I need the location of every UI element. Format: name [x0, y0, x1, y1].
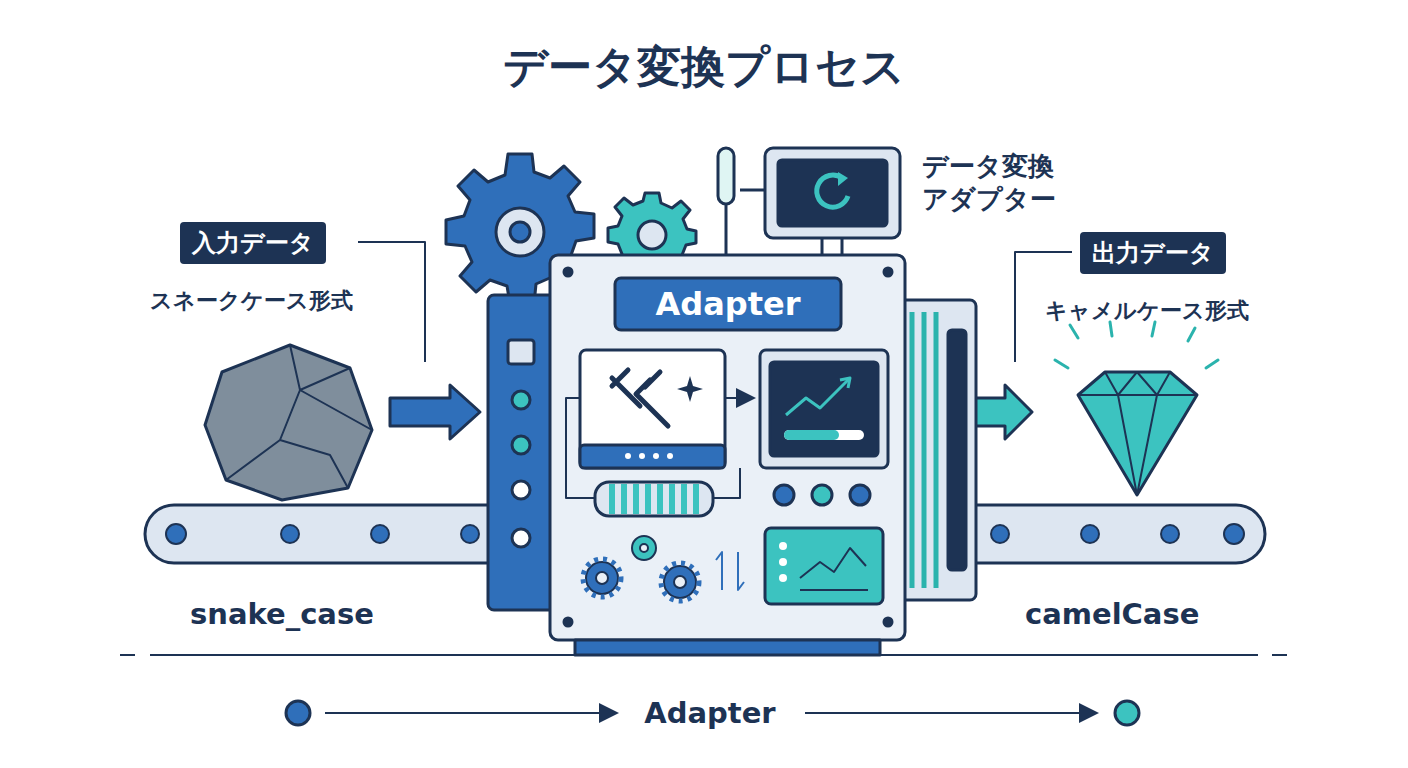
output-format: camelCase	[1025, 597, 1199, 631]
io-heading: 出力データ	[1080, 232, 1226, 274]
io-format: スネークケース形式	[150, 286, 353, 316]
input-format: snake_case	[190, 597, 374, 631]
adapter-banner: Adapter	[656, 285, 801, 323]
io-heading: 入力データ	[180, 222, 326, 264]
title: データ変換プロセス	[503, 38, 905, 97]
io-label: 出力データキャメルケース形式	[1045, 232, 1249, 326]
io-label: 入力データスネークケース形式	[150, 222, 353, 316]
heading-row: 出力データ	[1045, 232, 1249, 274]
banner-text: Adapter	[656, 285, 801, 323]
adapter-caption: データ変換 アダプター	[922, 150, 1082, 215]
flow-label: Adapter	[640, 696, 779, 730]
heading-row: 入力データ	[150, 222, 353, 264]
io-format: キャメルケース形式	[1045, 296, 1249, 326]
